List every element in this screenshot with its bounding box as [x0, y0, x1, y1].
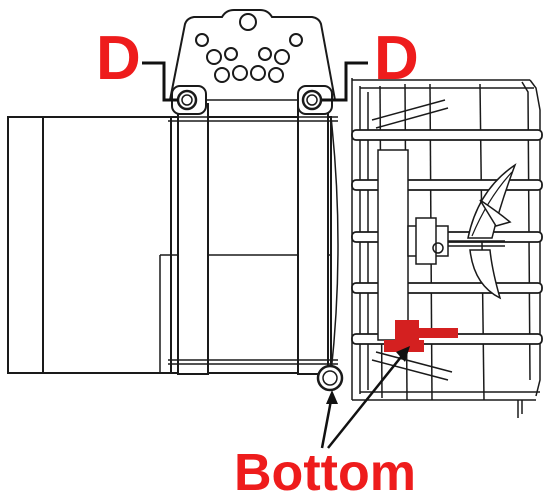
callout-leader-left: [142, 61, 178, 102]
callout-label-bottom: Bottom: [234, 444, 416, 497]
lifting-eye-bottom: [316, 364, 344, 392]
lifting-eye-right: [297, 85, 333, 115]
propeller-assembly: [377, 149, 517, 341]
callout-label-left: D: [96, 24, 141, 93]
callout-leader-right: [322, 61, 368, 102]
motor-housing: [7, 116, 339, 374]
callout-arrows-bottom: [320, 346, 410, 449]
cage-ring-1: [351, 129, 543, 141]
clamp-bands: [168, 103, 338, 375]
highlighted-component: [384, 320, 458, 352]
callout-label-right: D: [374, 24, 419, 93]
